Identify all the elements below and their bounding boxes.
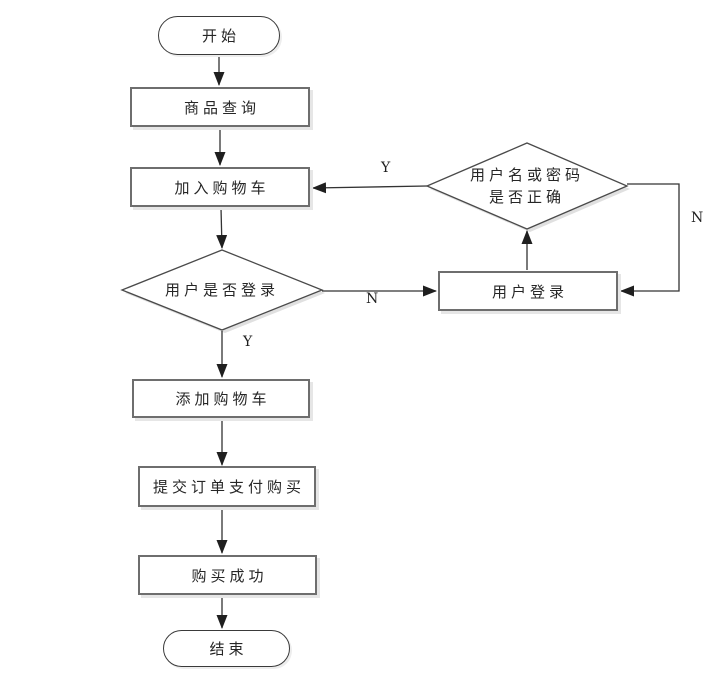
node-purchase-success: 购买成功 xyxy=(138,555,317,595)
edge-credcheck-no-to-login xyxy=(620,183,680,297)
edge-credcheck-yes-to-addcart xyxy=(312,182,428,194)
node-end: 结束 xyxy=(163,630,290,667)
node-product-query: 商品查询 xyxy=(130,87,310,127)
node-end-label: 结束 xyxy=(209,640,248,658)
node-add-to-cart-label: 加入购物车 xyxy=(174,178,270,197)
decision-user-login-check xyxy=(120,249,324,331)
node-user-login-label: 用户登录 xyxy=(491,282,568,301)
edge-addcart-to-logincheck xyxy=(216,207,228,249)
edge-label-credential-yes: Y xyxy=(381,160,391,176)
node-submit-order-label: 提交订单支付购买 xyxy=(152,478,305,496)
node-start: 开始 xyxy=(158,16,280,55)
decision-credential-check xyxy=(425,142,629,230)
edge-label-login-no: N xyxy=(366,291,379,307)
node-add-to-cart: 加入购物车 xyxy=(130,167,310,207)
node-product-query-label: 商品查询 xyxy=(183,98,260,117)
edge-label-login-yes: Y xyxy=(243,334,253,350)
node-purchase-success-label: 购买成功 xyxy=(191,566,268,585)
node-add-cart-step-label: 添加购物车 xyxy=(175,390,271,408)
node-start-label: 开始 xyxy=(201,27,240,45)
node-add-cart-step: 添加购物车 xyxy=(132,379,310,418)
node-submit-order: 提交订单支付购买 xyxy=(138,466,316,507)
node-user-login: 用户登录 xyxy=(438,271,618,311)
edge-label-credential-no: N xyxy=(691,210,704,226)
